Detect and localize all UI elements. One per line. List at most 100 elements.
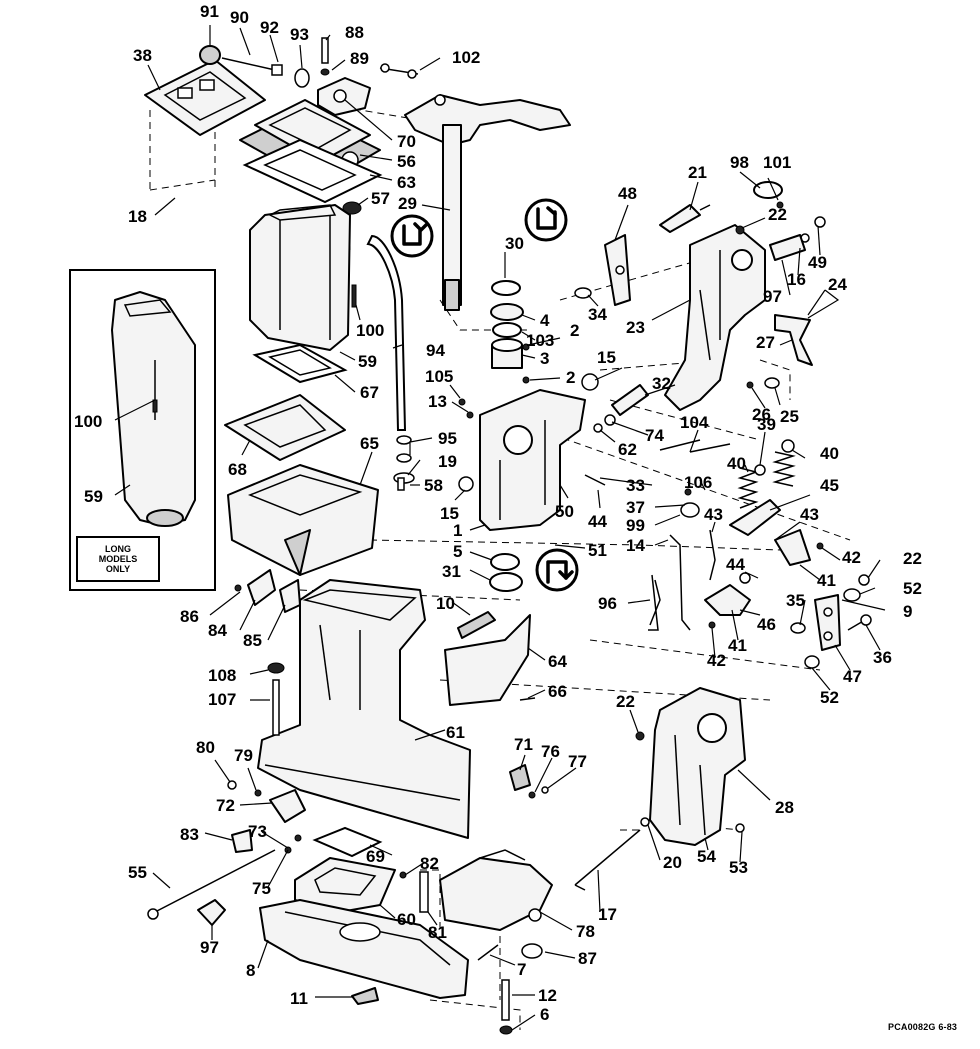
callout-89: 89 <box>350 49 369 68</box>
callout-68: 68 <box>228 460 247 479</box>
callout-38: 38 <box>133 46 152 65</box>
callout-36: 36 <box>873 648 892 667</box>
callout-107: 107 <box>208 690 236 709</box>
callout-79: 79 <box>234 746 253 765</box>
callout-53: 53 <box>729 858 748 877</box>
callout-95: 95 <box>438 429 457 448</box>
callout-15-left: 15 <box>440 504 459 523</box>
callout-87: 87 <box>578 949 597 968</box>
callout-20: 20 <box>663 853 682 872</box>
plate-68 <box>224 394 346 461</box>
callout-19: 19 <box>438 452 457 471</box>
callout-69: 69 <box>366 847 385 866</box>
callout-61: 61 <box>446 723 465 742</box>
exhaust-plate-38 <box>144 59 266 136</box>
callout-67: 67 <box>360 383 379 402</box>
callout-16: 16 <box>787 270 806 289</box>
callout-108: 108 <box>208 666 236 685</box>
callout-96: 96 <box>598 594 617 613</box>
callout-26: 26 <box>752 405 771 424</box>
callout-103: 103 <box>526 331 554 350</box>
callout-81: 81 <box>428 923 447 942</box>
callout-75: 75 <box>252 879 271 898</box>
callout-86: 86 <box>180 607 199 626</box>
callout-21: 21 <box>688 163 707 182</box>
callout-29: 29 <box>398 194 417 213</box>
callout-97-lower: 97 <box>200 938 219 957</box>
callout-41-lower: 41 <box>728 636 747 655</box>
callout-71: 71 <box>514 735 533 754</box>
callout-31: 31 <box>442 562 461 581</box>
callout-43-left: 43 <box>704 505 723 524</box>
cover-64 <box>444 611 536 706</box>
callout-82: 82 <box>420 854 439 873</box>
callout-42-lower: 42 <box>707 651 726 670</box>
callout-102: 102 <box>452 48 480 67</box>
callout-11: 11 <box>290 989 308 1008</box>
callout-57: 57 <box>371 189 390 208</box>
callout-33: 33 <box>626 476 645 495</box>
callout-1: 1 <box>453 521 462 540</box>
callout-14: 14 <box>626 536 645 555</box>
figure-code: PCA0082G <box>888 1022 936 1032</box>
callout-59: 59 <box>358 352 377 371</box>
callout-54: 54 <box>697 847 716 866</box>
callout-105: 105 <box>425 367 453 386</box>
lubricant-symbol-top <box>524 198 568 242</box>
callout-13: 13 <box>428 392 447 411</box>
callout-35: 35 <box>786 591 805 610</box>
callout-44-mid: 44 <box>588 512 607 531</box>
callout-90: 90 <box>230 8 249 27</box>
callout-37: 37 <box>626 498 645 517</box>
callout-62: 62 <box>618 440 637 459</box>
upper-right-hardware <box>574 181 826 366</box>
gasket-63 <box>242 138 383 204</box>
callout-23: 23 <box>626 318 645 337</box>
water-tube-94 <box>366 234 412 463</box>
callout-83: 83 <box>180 825 199 844</box>
callout-101: 101 <box>763 153 791 172</box>
lubricant-symbol-upper-left <box>390 214 434 258</box>
callout-73: 73 <box>248 822 267 841</box>
callout-74: 74 <box>645 426 664 445</box>
callout-28: 28 <box>775 798 794 817</box>
callout-10: 10 <box>436 594 455 613</box>
leader-lines <box>114 25 886 1031</box>
grommet-57 <box>342 201 362 215</box>
callout-45: 45 <box>820 476 839 495</box>
callout-60: 60 <box>397 910 416 929</box>
gasket-69 <box>312 826 383 858</box>
tilt-lock-levers <box>648 499 824 631</box>
callout-58: 58 <box>424 476 443 495</box>
callout-63: 63 <box>397 173 416 192</box>
lower-housing-8 <box>259 899 469 999</box>
lubricant-symbol-mid <box>535 548 579 592</box>
callout-70: 70 <box>397 132 416 151</box>
callout-50: 50 <box>555 502 574 521</box>
callout-43-right: 43 <box>800 505 819 524</box>
shift-linkage-parts <box>147 780 306 926</box>
callout-30: 30 <box>505 234 524 253</box>
callout-42-right: 42 <box>842 548 861 567</box>
callout-93: 93 <box>290 25 309 44</box>
callout-106: 106 <box>684 473 712 492</box>
callout-92: 92 <box>260 18 279 37</box>
callout-labels: 91 90 92 93 88 89 102 38 70 56 63 57 29 … <box>74 2 922 1024</box>
callout-77: 77 <box>568 752 587 771</box>
callout-56: 56 <box>397 152 416 171</box>
callout-46: 46 <box>757 615 776 634</box>
bushing-stack <box>490 280 530 384</box>
callout-72: 72 <box>216 796 235 815</box>
callout-18: 18 <box>128 207 147 226</box>
callout-49: 49 <box>808 253 827 272</box>
callout-3: 3 <box>540 349 549 368</box>
callout-52-lower: 52 <box>820 688 839 707</box>
callout-44-lower: 44 <box>726 555 745 574</box>
top-hardware <box>199 37 419 116</box>
callout-7: 7 <box>517 960 526 979</box>
callout-17: 17 <box>598 905 617 924</box>
left-lower-hardware <box>234 569 301 736</box>
callout-88: 88 <box>345 23 364 42</box>
callout-2-b: 2 <box>566 368 575 387</box>
callout-84: 84 <box>208 621 227 640</box>
